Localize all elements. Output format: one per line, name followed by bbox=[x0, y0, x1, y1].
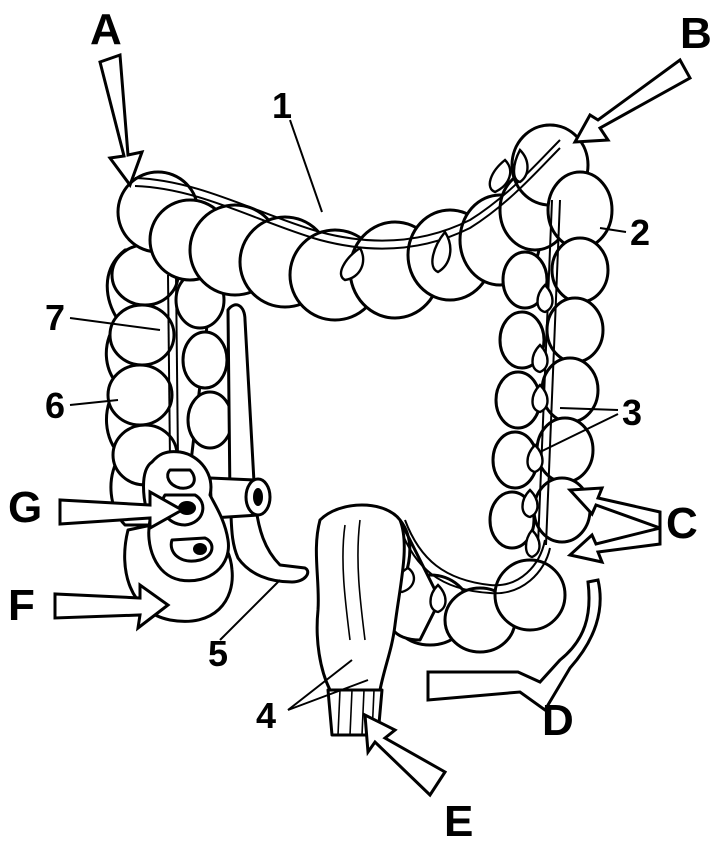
label-5: 5 bbox=[208, 633, 228, 674]
label-d: D bbox=[542, 696, 574, 745]
label-1: 1 bbox=[272, 85, 292, 126]
arrow-a bbox=[100, 55, 142, 185]
label-f: F bbox=[8, 581, 35, 630]
label-6: 6 bbox=[45, 385, 65, 426]
colon-illustration bbox=[106, 125, 612, 735]
arrow-f bbox=[55, 585, 168, 628]
label-2: 2 bbox=[630, 212, 650, 253]
label-c: C bbox=[666, 499, 698, 548]
label-g: G bbox=[8, 483, 42, 532]
arrow-e bbox=[365, 715, 445, 795]
label-e: E bbox=[444, 797, 473, 842]
label-3: 3 bbox=[622, 392, 642, 433]
label-4: 4 bbox=[256, 695, 276, 736]
label-7: 7 bbox=[45, 297, 65, 338]
label-a: A bbox=[90, 5, 122, 54]
arrow-b bbox=[575, 60, 690, 142]
rectum bbox=[316, 505, 404, 690]
label-b: B bbox=[680, 9, 710, 58]
appendix bbox=[228, 305, 308, 582]
